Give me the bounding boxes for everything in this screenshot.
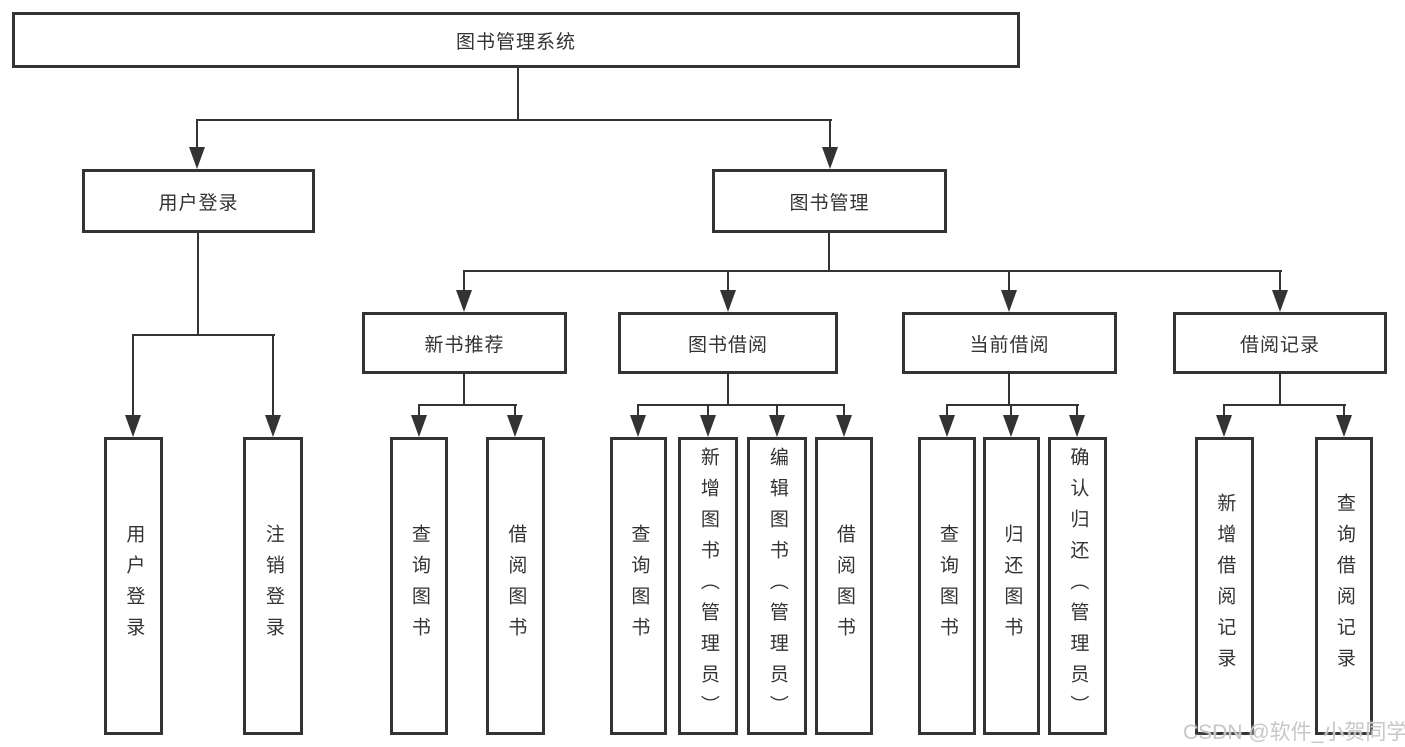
node-user-login: 用户登录: [82, 169, 315, 233]
leaf-query-books-recommend: 查询图书: [390, 437, 448, 735]
leaf-label: 确认归还（管理员）: [1067, 446, 1089, 726]
arrow-down-icon: [1272, 290, 1288, 312]
connector-userlogin-stub-2: [272, 334, 274, 417]
leaf-edit-books-admin: 编辑图书（管理员）: [747, 437, 807, 735]
connector-newbook-stub-2: [514, 404, 516, 417]
connector-current-vline: [1008, 372, 1010, 406]
node-label: 图书管理: [789, 192, 870, 214]
connector-newbook-stub-1: [418, 404, 420, 417]
arrow-down-icon: [1336, 415, 1352, 437]
connector-bookmgmt-stub-2: [727, 270, 729, 290]
arrow-down-icon: [265, 415, 281, 437]
connector-current-stub-2: [1010, 404, 1012, 417]
connector-newbook-vline: [463, 372, 465, 406]
leaf-add-borrow-record: 新增借阅记录: [1195, 437, 1254, 735]
node-book-management: 图书管理: [712, 169, 947, 233]
leaf-logout: 注销登录: [243, 437, 303, 735]
connector-records-vline: [1279, 372, 1281, 406]
node-borrow-records: 借阅记录: [1173, 312, 1387, 374]
arrow-down-icon: [125, 415, 141, 437]
leaf-label: 用户登录: [123, 524, 145, 648]
arrow-down-icon: [1001, 290, 1017, 312]
arrow-down-icon: [822, 147, 838, 169]
node-label: 图书借阅: [687, 334, 768, 356]
connector-records-stub-1: [1223, 404, 1225, 417]
connector-bookmgmt-stub-4: [1279, 270, 1281, 290]
leaf-label: 查询借阅记录: [1333, 493, 1355, 679]
arrow-down-icon: [700, 415, 716, 437]
connector-root-left-stub: [196, 119, 198, 149]
arrow-down-icon: [630, 415, 646, 437]
connector-bookmgmt-hline: [463, 270, 1282, 272]
leaf-label: 注销登录: [262, 524, 284, 648]
leaf-label: 新增借阅记录: [1214, 493, 1236, 679]
connector-current-stub-3: [1076, 404, 1078, 417]
leaf-label: 归还图书: [1001, 524, 1023, 648]
connector-newbook-hline: [418, 404, 517, 406]
leaf-return-books: 归还图书: [983, 437, 1040, 735]
connector-borrowing-stub-4: [843, 404, 845, 417]
arrow-down-icon: [836, 415, 852, 437]
connector-current-hline: [946, 404, 1079, 406]
arrow-down-icon: [456, 290, 472, 312]
leaf-label: 借阅图书: [505, 524, 527, 648]
connector-bookmgmt-stub-1: [463, 270, 465, 290]
leaf-label: 查询图书: [408, 524, 430, 648]
connector-borrowing-vline: [727, 372, 729, 406]
leaf-query-books-borrowing: 查询图书: [610, 437, 667, 735]
leaf-confirm-return-admin: 确认归还（管理员）: [1048, 437, 1107, 735]
leaf-user-login: 用户登录: [104, 437, 163, 735]
connector-current-stub-1: [946, 404, 948, 417]
arrow-down-icon: [189, 147, 205, 169]
arrow-down-icon: [1069, 415, 1085, 437]
leaf-label: 借阅图书: [833, 524, 855, 648]
connector-records-stub-2: [1343, 404, 1345, 417]
node-label: 新书推荐: [424, 334, 505, 356]
connector-bookmgmt-vline: [828, 231, 830, 272]
node-book-borrowing: 图书借阅: [618, 312, 838, 374]
node-new-book-recommend: 新书推荐: [362, 312, 567, 374]
connector-borrowing-stub-3: [776, 404, 778, 417]
connector-userlogin-vline: [197, 231, 199, 336]
leaf-query-books-current: 查询图书: [918, 437, 976, 735]
connector-borrowing-stub-2: [707, 404, 709, 417]
connector-borrowing-hline: [637, 404, 845, 406]
connector-bookmgmt-stub-3: [1008, 270, 1010, 290]
arrow-down-icon: [1003, 415, 1019, 437]
leaf-label: 查询图书: [628, 524, 650, 648]
connector-root-vline: [517, 66, 519, 120]
node-current-borrowing: 当前借阅: [902, 312, 1117, 374]
leaf-add-books-admin: 新增图书（管理员）: [678, 437, 738, 735]
arrow-down-icon: [939, 415, 955, 437]
connector-borrowing-stub-1: [637, 404, 639, 417]
arrow-down-icon: [507, 415, 523, 437]
connector-root-right-stub: [829, 119, 831, 149]
leaf-label: 新增图书（管理员）: [697, 446, 719, 726]
arrow-down-icon: [411, 415, 427, 437]
leaf-borrow-books-borrowing: 借阅图书: [815, 437, 873, 735]
node-label: 当前借阅: [969, 334, 1050, 356]
leaf-label: 编辑图书（管理员）: [766, 446, 788, 726]
arrow-down-icon: [720, 290, 736, 312]
node-label: 用户登录: [158, 192, 239, 214]
node-label: 图书管理系统: [455, 31, 576, 53]
leaf-label: 查询图书: [936, 524, 958, 648]
connector-userlogin-hline: [132, 334, 275, 336]
leaf-query-borrow-record: 查询借阅记录: [1315, 437, 1373, 735]
node-label: 借阅记录: [1239, 334, 1320, 356]
arrow-down-icon: [1216, 415, 1232, 437]
arrow-down-icon: [769, 415, 785, 437]
leaf-borrow-books-recommend: 借阅图书: [486, 437, 545, 735]
connector-records-hline: [1223, 404, 1346, 406]
node-library-system: 图书管理系统: [12, 12, 1020, 68]
connector-userlogin-stub-1: [132, 334, 134, 417]
connector-root-hline: [196, 119, 832, 121]
watermark: CSDN @软件_小贺同学: [1183, 721, 1405, 744]
